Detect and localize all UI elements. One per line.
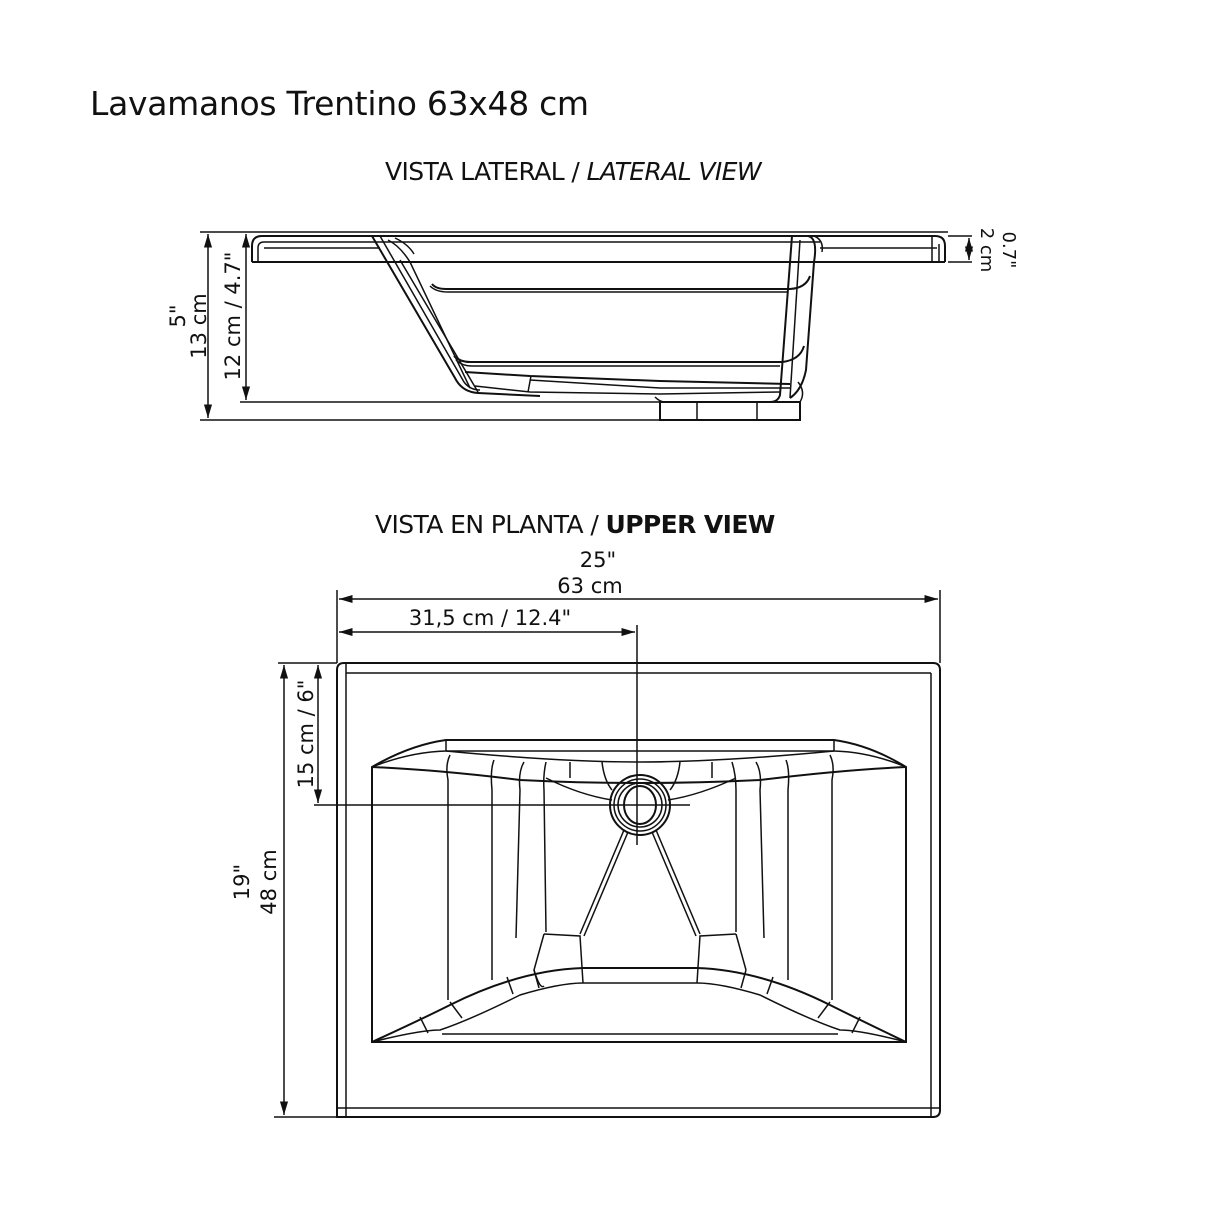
lateral-view-drawing xyxy=(200,231,948,421)
lateral-dim-total-height: 5" 13 cm xyxy=(166,234,213,418)
width-in-label: 25" xyxy=(580,548,616,572)
rim-thickness-in-label: 0.7" xyxy=(998,232,1019,269)
total-height-cm-label: 13 cm xyxy=(187,293,211,358)
upper-view-title: VISTA EN PLANTA / UPPER VIEW xyxy=(375,510,775,539)
total-height-in-label: 5" xyxy=(166,304,190,327)
depth-cm-label: 48 cm xyxy=(257,849,281,914)
lateral-view-title: VISTA LATERAL / LATERAL VIEW xyxy=(385,157,762,186)
depth-in-label: 19" xyxy=(230,864,254,900)
upper-dim-drain-x: 31,5 cm / 12.4" xyxy=(339,606,635,637)
basin-height-label: 12 cm / 4.7" xyxy=(221,252,245,381)
drain-offset-y-label: 15 cm / 6" xyxy=(294,680,318,789)
lateral-view-title-en: LATERAL VIEW xyxy=(586,157,762,186)
upper-view-title-es: VISTA EN PLANTA / xyxy=(375,510,606,539)
upper-dim-drain-y: 15 cm / 6" xyxy=(278,662,337,803)
upper-view-drawing xyxy=(314,625,941,1118)
upper-dim-width: 25" 63 cm xyxy=(336,548,941,663)
upper-dim-depth: 19" 48 cm xyxy=(230,665,337,1118)
rim-thickness-cm-label: 2 cm xyxy=(976,228,997,273)
width-cm-label: 63 cm xyxy=(557,574,622,598)
lateral-dim-basin-height: 12 cm / 4.7" xyxy=(221,234,251,400)
lateral-dim-rim-thickness: 0.7" 2 cm xyxy=(948,228,1019,273)
lateral-view-title-es: VISTA LATERAL / xyxy=(385,157,587,186)
drain-offset-x-label: 31,5 cm / 12.4" xyxy=(409,606,571,630)
page-title: Lavamanos Trentino 63x48 cm xyxy=(90,84,589,123)
upper-view-title-en: UPPER VIEW xyxy=(605,510,776,539)
